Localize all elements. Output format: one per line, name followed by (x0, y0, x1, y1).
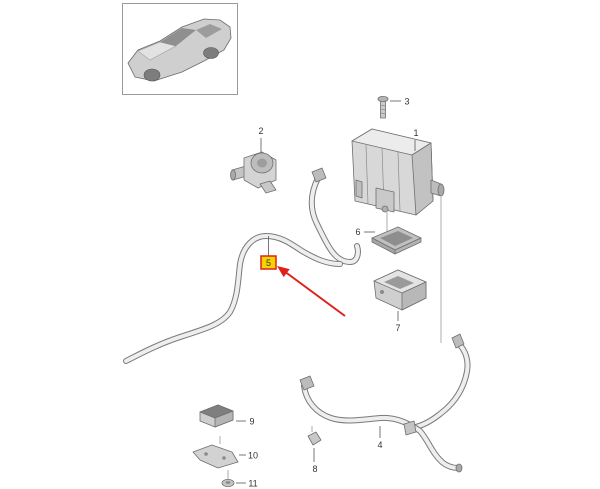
callout-5-highlight (260, 255, 277, 270)
indicator-arrow (277, 266, 346, 317)
callout-9[interactable]: 9 (249, 417, 254, 427)
callout-5[interactable]: 5 (266, 258, 271, 268)
callout-8[interactable]: 8 (312, 464, 317, 474)
part-8-clip (307, 426, 322, 446)
part-4-hose (299, 333, 471, 473)
callout-2[interactable]: 2 (258, 126, 263, 136)
car-rear-wheel-icon (203, 47, 219, 59)
car-hood-icon (137, 41, 177, 61)
part-2-valve (230, 151, 277, 194)
part-10-plate (192, 436, 239, 469)
vehicle-thumbnail[interactable] (122, 3, 238, 95)
car-front-wheel-icon (143, 68, 161, 82)
callout-3[interactable]: 3 (404, 97, 409, 107)
part-3-bolt (377, 96, 389, 119)
callout-10[interactable]: 10 (248, 451, 258, 461)
car-windshield-icon (160, 28, 196, 46)
callout-11[interactable]: 11 (248, 479, 257, 489)
car-side-window-icon (196, 24, 222, 38)
callout-4[interactable]: 4 (377, 440, 382, 450)
part-9-block (199, 404, 234, 428)
callout-7[interactable]: 7 (395, 323, 400, 333)
part-7-bracket (373, 269, 427, 311)
callout-6[interactable]: 6 (355, 227, 360, 237)
part-11-nut (221, 470, 235, 487)
callout-1[interactable]: 1 (413, 128, 418, 138)
part-6-gasket (371, 226, 422, 255)
part-5-hose (123, 167, 361, 364)
part-1-canister (351, 128, 445, 216)
